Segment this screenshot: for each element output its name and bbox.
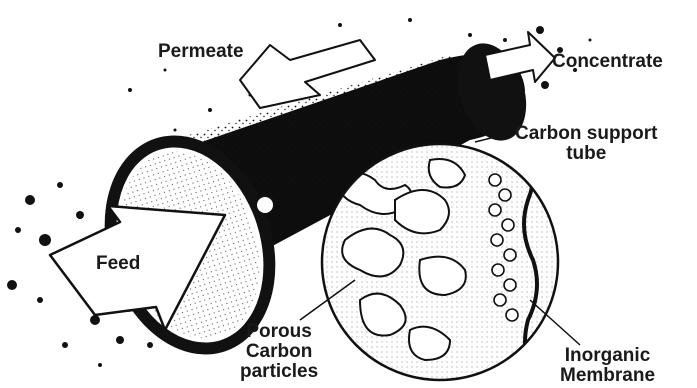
permeate-label: Permeate [158,42,244,62]
porous-carbon-line-3: particles [240,362,318,382]
concentrate-label: Concentrate [552,52,663,72]
inorganic-membrane-line-1: Inorganic [560,346,655,366]
carbon-support-tube-line-2: tube [515,144,658,164]
inorganic-membrane-label: Inorganic Membrane [560,346,655,386]
porous-carbon-line-1: Porous [240,322,318,342]
carbon-support-tube-label: Carbon support tube [515,124,658,164]
feed-label: Feed [96,254,140,274]
porous-carbon-line-2: Carbon [240,342,318,362]
carbon-support-tube-line-1: Carbon support [515,124,658,144]
porous-carbon-particles-label: Porous Carbon particles [240,322,318,382]
inorganic-membrane-line-2: Membrane [560,366,655,386]
